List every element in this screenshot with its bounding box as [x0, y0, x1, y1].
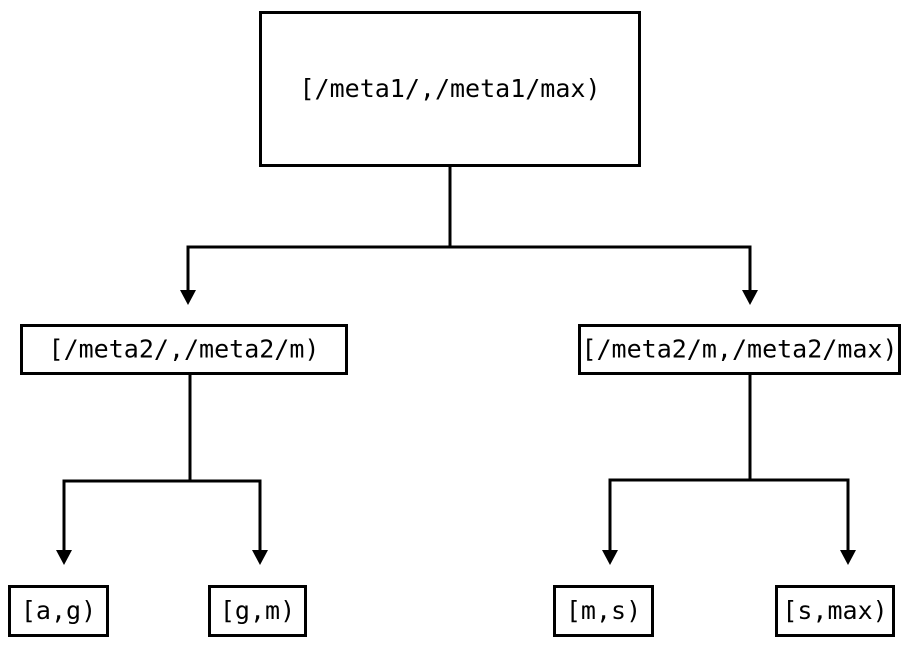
arrowhead-icon	[180, 290, 196, 305]
arrowhead-icon	[840, 550, 856, 565]
arrowhead-icon	[56, 550, 72, 565]
tree-node-leaf-a-g[interactable]: [a,g)	[8, 585, 109, 637]
edge-line	[448, 167, 752, 291]
arrowhead-icon	[602, 550, 618, 565]
edge-root-to-mid-left	[180, 167, 452, 305]
node-box[interactable]	[775, 585, 895, 637]
edge-mid-right-to-leaf-m-s	[602, 375, 752, 565]
tree-node-leaf-m-s[interactable]: [m,s)	[553, 585, 654, 637]
edge-root-to-mid-right	[448, 167, 758, 305]
arrowhead-icon	[742, 290, 758, 305]
edge-mid-right-to-leaf-s-max	[748, 375, 856, 565]
node-label: [g,m)	[220, 596, 295, 625]
node-box[interactable]	[20, 324, 348, 375]
edge-mid-left-to-leaf-g-m	[188, 375, 268, 565]
edge-line	[62, 375, 192, 551]
node-box[interactable]	[553, 585, 654, 637]
node-box[interactable]	[208, 585, 307, 637]
node-label: [/meta2/,/meta2/m)	[49, 335, 320, 364]
node-label: [a,g)	[21, 596, 96, 625]
tree-node-leaf-g-m[interactable]: [g,m)	[208, 585, 307, 637]
edges-layer	[56, 167, 856, 565]
node-box[interactable]	[259, 11, 641, 167]
edge-mid-left-to-leaf-a-g	[56, 375, 192, 565]
node-label: [m,s)	[566, 596, 641, 625]
tree-node-mid-right[interactable]: [/meta2/m,/meta2/max)	[578, 324, 901, 375]
edge-line	[748, 375, 850, 551]
node-label: [/meta1/,/meta1/max)	[299, 74, 600, 103]
edge-line	[188, 375, 262, 551]
tree-node-leaf-s-max[interactable]: [s,max)	[775, 585, 895, 637]
node-label: [s,max)	[782, 596, 887, 625]
edge-line	[608, 375, 752, 551]
node-box[interactable]	[578, 324, 901, 375]
arrowhead-icon	[252, 550, 268, 565]
edge-line	[186, 167, 452, 291]
tree-node-mid-left[interactable]: [/meta2/,/meta2/m)	[20, 324, 348, 375]
nodes-layer: [/meta1/,/meta1/max) [/meta2/,/meta2/m) [/…	[8, 11, 901, 637]
node-label: [/meta2/m,/meta2/max)	[581, 335, 897, 364]
node-box[interactable]	[8, 585, 109, 637]
tree-node-root[interactable]: [/meta1/,/meta1/max)	[259, 11, 641, 167]
